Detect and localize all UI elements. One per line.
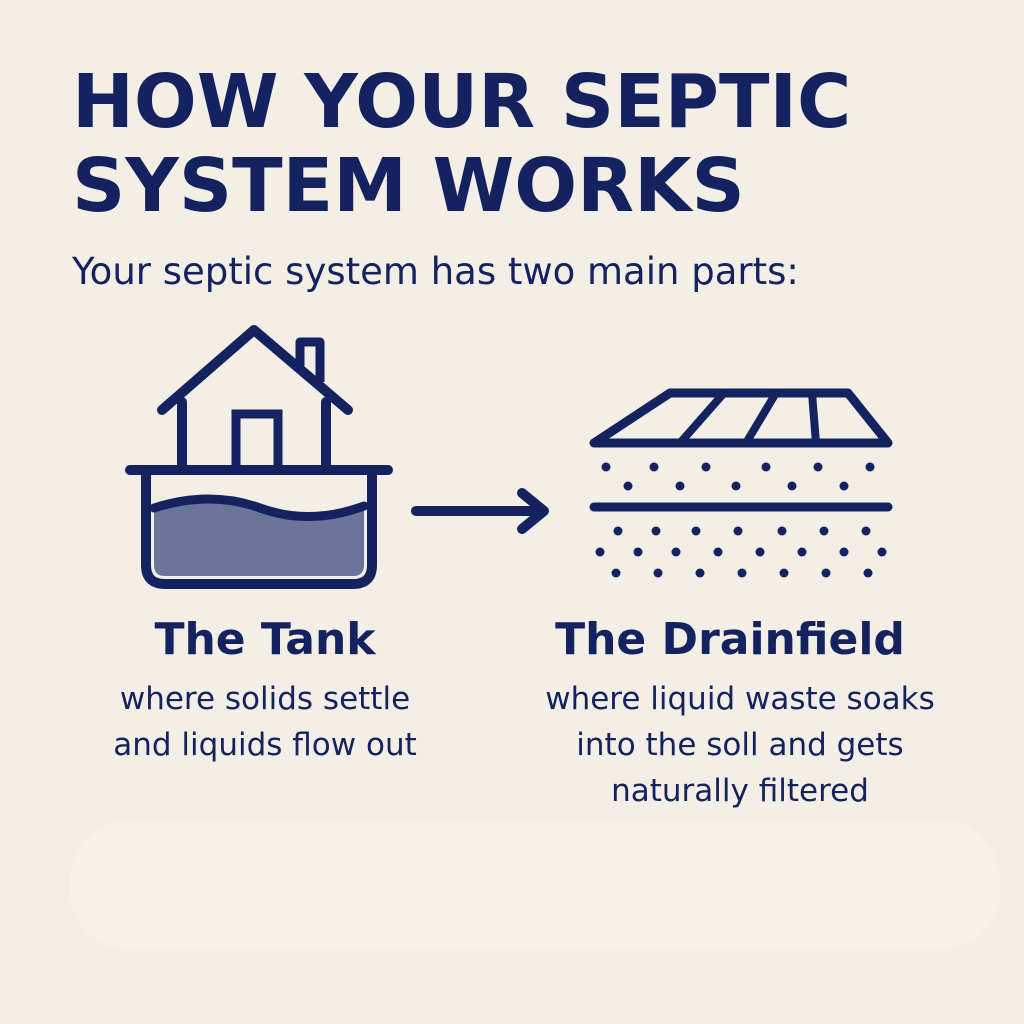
page-title: HOW YOUR SEPTIC SYSTEM WORKS (72, 60, 972, 228)
drainfield-soil-icon (586, 385, 896, 589)
house-septic-tank-icon (120, 320, 400, 594)
drainfield-description: where liquid waste soaks into the soll a… (520, 676, 960, 814)
subtitle: Your septic system has two main parts: (72, 250, 799, 293)
drainfield-label: The Drainfield (555, 614, 905, 665)
tank-description-line-1: where solids settle (119, 681, 411, 717)
drainfield-description-line-3: naturally filtered (611, 773, 869, 809)
background-smudge (70, 820, 1000, 950)
right-arrow-icon (408, 485, 558, 541)
tank-description: where solids settle and liquids flow out (85, 676, 445, 768)
title-line-1: HOW YOUR SEPTIC (72, 59, 852, 145)
title-line-2: SYSTEM WORKS (72, 143, 745, 229)
tank-description-line-2: and liquids flow out (113, 727, 417, 763)
drainfield-description-line-1: where liquid waste soaks (545, 681, 935, 717)
tank-label: The Tank (154, 614, 376, 665)
drainfield-description-line-2: into the soll and gets (576, 727, 904, 763)
